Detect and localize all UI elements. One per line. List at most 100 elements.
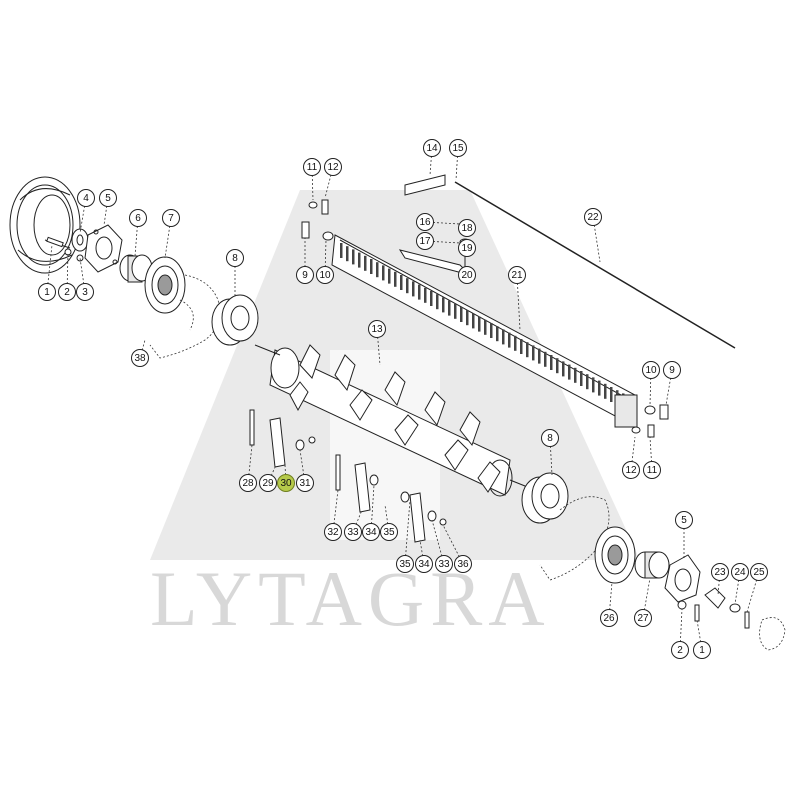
callout-33[interactable]: 33	[344, 523, 362, 541]
callout-label: 25	[753, 567, 765, 578]
callout-30[interactable]: 30	[277, 474, 295, 492]
callout-10[interactable]: 10	[642, 361, 660, 379]
callout-31[interactable]: 31	[296, 474, 314, 492]
part-27-bearing	[634, 551, 670, 579]
callout-label: 16	[419, 217, 431, 228]
leader-line	[139, 339, 146, 359]
callout-10[interactable]: 10	[316, 266, 334, 284]
callout-34[interactable]: 34	[362, 523, 380, 541]
callout-circle	[368, 320, 386, 338]
callout-label: 33	[347, 527, 359, 538]
callout-12[interactable]: 12	[324, 158, 342, 176]
comb-tooth	[472, 313, 475, 329]
callout-33[interactable]: 33	[435, 555, 453, 573]
comb-tooth	[508, 332, 511, 348]
comb-tooth	[496, 326, 499, 342]
callout-14[interactable]: 14	[423, 139, 441, 157]
callout-circle	[58, 283, 76, 301]
callout-2[interactable]: 2	[671, 641, 689, 659]
callout-32[interactable]: 32	[324, 523, 342, 541]
callout-circle	[324, 158, 342, 176]
comb-tooth	[406, 278, 409, 294]
callout-circle	[344, 523, 362, 541]
callout-19[interactable]: 19	[458, 239, 476, 257]
callout-label: 4	[83, 193, 89, 204]
callout-circle	[458, 266, 476, 284]
callout-16[interactable]: 16	[416, 213, 434, 231]
callout-38[interactable]: 38	[131, 349, 149, 367]
callout-circle	[435, 555, 453, 573]
callout-21[interactable]: 21	[508, 266, 526, 284]
callout-6[interactable]: 6	[129, 209, 147, 227]
callout-29[interactable]: 29	[259, 474, 277, 492]
comb-tooth	[382, 265, 385, 281]
callout-circle	[449, 139, 467, 157]
callout-12[interactable]: 12	[622, 461, 640, 479]
callout-36[interactable]: 36	[454, 555, 472, 573]
comb-tooth	[604, 383, 607, 399]
callout-label: 35	[399, 559, 411, 570]
callout-label: 38	[134, 353, 146, 364]
callout-13[interactable]: 13	[368, 320, 386, 338]
callout-circle	[584, 208, 602, 226]
callout-label: 21	[511, 270, 523, 281]
callout-11[interactable]: 11	[643, 461, 661, 479]
leader-line	[642, 577, 651, 619]
callout-11[interactable]: 11	[303, 158, 321, 176]
callout-circle	[76, 283, 94, 301]
callout-circle	[362, 523, 380, 541]
callout-22[interactable]: 22	[584, 208, 602, 226]
callout-25[interactable]: 25	[750, 563, 768, 581]
callout-23[interactable]: 23	[711, 563, 729, 581]
callout-label: 31	[299, 478, 311, 489]
callout-2[interactable]: 2	[58, 283, 76, 301]
callout-15[interactable]: 15	[449, 139, 467, 157]
comb-tooth	[364, 255, 367, 271]
callout-7[interactable]: 7	[162, 209, 180, 227]
callout-8[interactable]: 8	[226, 249, 244, 267]
callout-1[interactable]: 1	[693, 641, 711, 659]
callout-label: 1	[699, 645, 705, 656]
callout-27[interactable]: 27	[634, 609, 652, 627]
callout-circle	[634, 609, 652, 627]
callout-35[interactable]: 35	[380, 523, 398, 541]
comb-tooth	[370, 259, 373, 274]
callout-34[interactable]: 34	[415, 555, 433, 573]
comb-tooth	[358, 252, 361, 268]
callout-label: 5	[105, 193, 111, 204]
fasteners-top-left	[301, 199, 334, 241]
callout-label: 13	[371, 324, 383, 335]
comb-tooth	[526, 342, 529, 358]
callout-circle	[541, 429, 559, 447]
callout-1[interactable]: 1	[38, 283, 56, 301]
callout-8[interactable]: 8	[541, 429, 559, 447]
leader-line	[442, 524, 464, 565]
callout-label: 7	[168, 213, 174, 224]
comb-tooth	[502, 329, 505, 345]
callout-5[interactable]: 5	[99, 189, 117, 207]
callout-label: 10	[645, 365, 657, 376]
callout-circle	[416, 213, 434, 231]
part-8-ring-right	[521, 472, 569, 524]
callout-35[interactable]: 35	[396, 555, 414, 573]
callout-label: 29	[262, 478, 274, 489]
callout-9[interactable]: 9	[296, 266, 314, 284]
callout-5[interactable]: 5	[675, 511, 693, 529]
callout-17[interactable]: 17	[416, 232, 434, 250]
callout-label: 1	[44, 287, 50, 298]
comb-tooth	[448, 300, 451, 316]
callout-26[interactable]: 26	[600, 609, 618, 627]
comb-tooth	[424, 287, 427, 303]
callout-20[interactable]: 20	[458, 266, 476, 284]
callout-label: 14	[426, 143, 438, 154]
callout-circle	[396, 555, 414, 573]
callout-label: 6	[135, 213, 141, 224]
callout-24[interactable]: 24	[731, 563, 749, 581]
part-28-31-blade-set	[249, 409, 316, 468]
callout-18[interactable]: 18	[458, 219, 476, 237]
callout-28[interactable]: 28	[239, 474, 257, 492]
callout-4[interactable]: 4	[77, 189, 95, 207]
callout-9[interactable]: 9	[663, 361, 681, 379]
callout-3[interactable]: 3	[76, 283, 94, 301]
